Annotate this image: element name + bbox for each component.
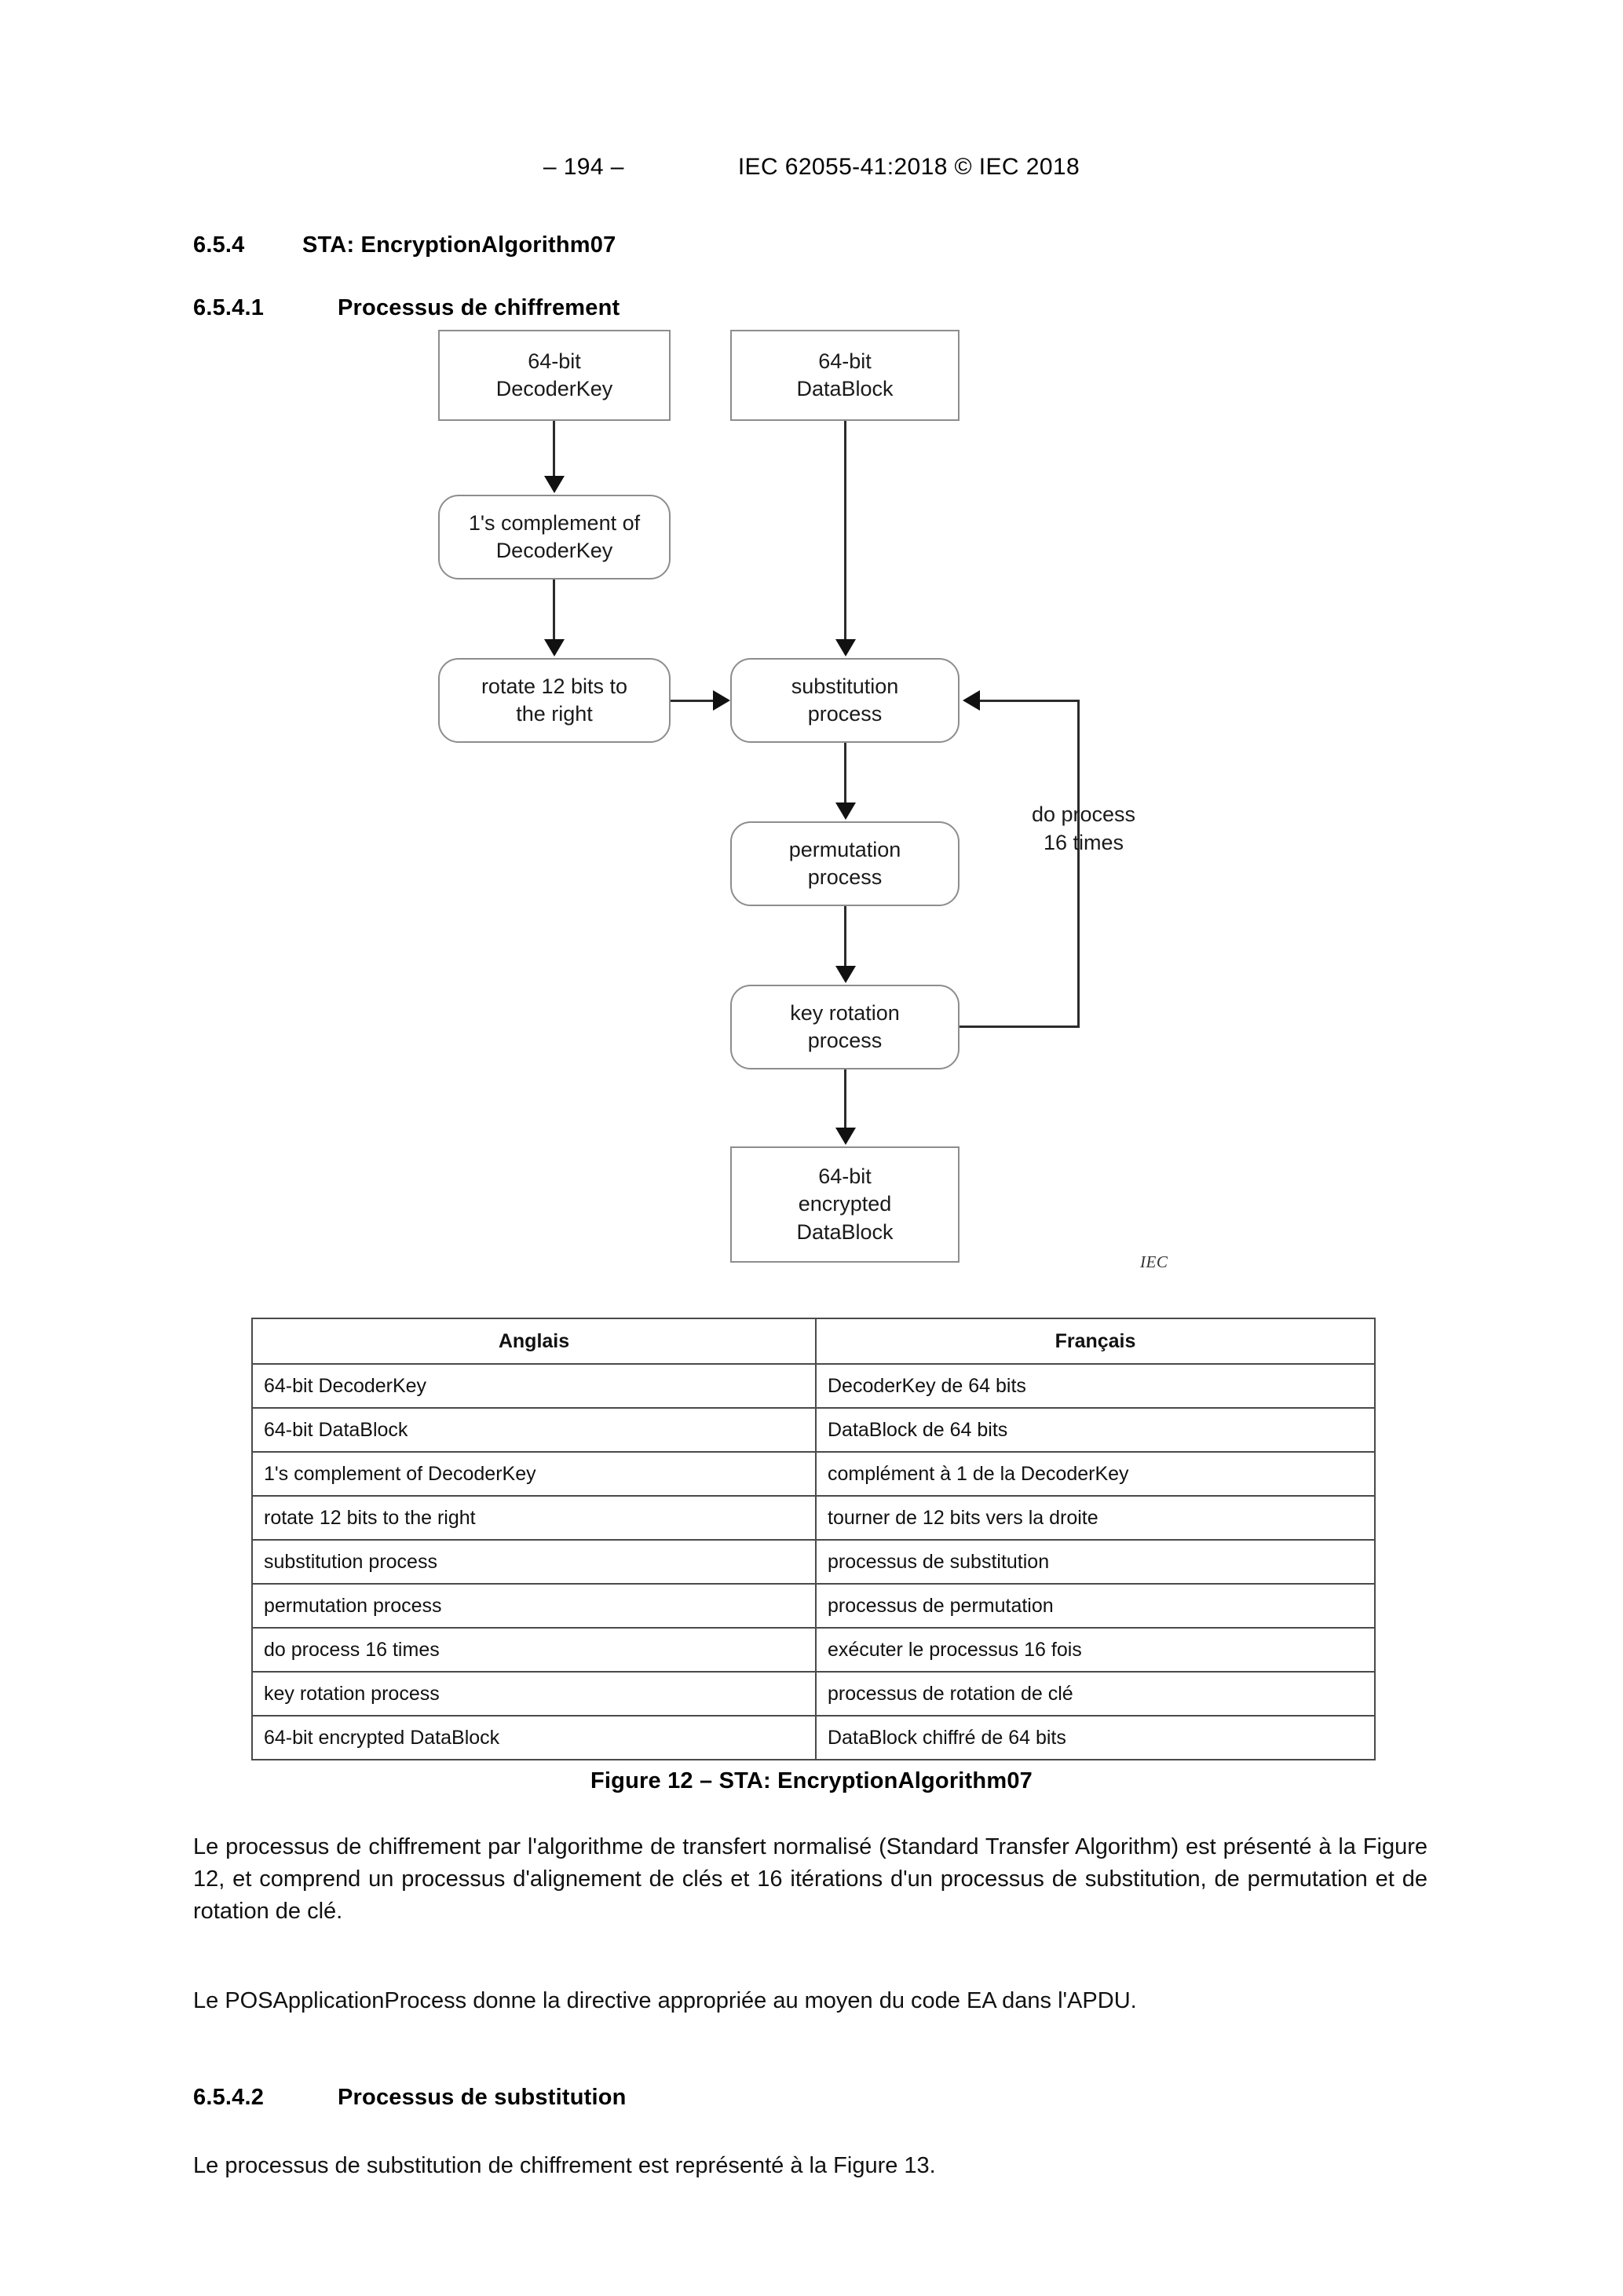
node-rotate-12-bits: rotate 12 bits to the right <box>438 658 671 743</box>
node-line-3: DataBlock <box>796 1219 894 1244</box>
arrowhead-down <box>835 803 856 820</box>
loop-connector-bottom <box>960 1026 1080 1028</box>
arrowhead-right <box>713 690 730 711</box>
connector-permutation-to-keyrotation <box>844 906 846 967</box>
paragraph-posapplicationprocess: Le POSApplicationProcess donne la direct… <box>193 1988 1137 2013</box>
cell-english: rotate 12 bits to the right <box>251 1495 817 1541</box>
node-line-1: 1's complement of <box>468 510 641 535</box>
iec-source-mark: IEC <box>1140 1252 1168 1271</box>
loop-connector-right <box>1077 700 1080 1028</box>
loop-label-line-1: do process <box>1031 803 1136 826</box>
arrowhead-down <box>544 639 565 656</box>
cell-french: processus de substitution <box>815 1539 1376 1585</box>
arrowhead-left <box>963 690 980 711</box>
cell-french: DecoderKey de 64 bits <box>815 1363 1376 1409</box>
table-row: 64-bit encrypted DataBlock DataBlock chi… <box>251 1715 1376 1760</box>
table-row: key rotation process processus de rotati… <box>251 1671 1376 1717</box>
cell-french: exécuter le processus 16 fois <box>815 1627 1376 1673</box>
table-row: rotate 12 bits to the right tourner de 1… <box>251 1495 1376 1541</box>
node-64bit-datablock: 64-bit DataBlock <box>730 330 960 421</box>
column-header-anglais: Anglais <box>251 1318 817 1365</box>
cell-english: substitution process <box>251 1539 817 1585</box>
cell-english: 64-bit encrypted DataBlock <box>251 1715 817 1760</box>
connector-rotate-to-substitution <box>671 700 715 702</box>
node-line-1: 64-bit <box>528 349 581 373</box>
node-line-2: DecoderKey <box>495 539 613 562</box>
table-row: 1's complement of DecoderKey complément … <box>251 1451 1376 1497</box>
clause-title: Processus de substitution <box>338 2085 627 2110</box>
node-permutation-process: permutation process <box>730 821 960 906</box>
node-line-2: the right <box>516 702 593 726</box>
table-header-row: Anglais Français <box>251 1318 1376 1365</box>
page-number: – 194 – <box>543 154 624 180</box>
connector-datablock-to-substitution <box>844 421 846 641</box>
heading-6-5-4-1: 6.5.4.1 Processus de chiffrement <box>193 295 620 321</box>
arrowhead-down <box>835 966 856 983</box>
table-row: permutation process processus de permuta… <box>251 1583 1376 1629</box>
cell-french: processus de rotation de clé <box>815 1671 1376 1717</box>
clause-number: 6.5.4 <box>193 232 245 258</box>
cell-english: 64-bit DataBlock <box>251 1407 817 1453</box>
arrowhead-down <box>544 476 565 493</box>
column-header-francais: Français <box>815 1318 1376 1365</box>
node-line-1: 64-bit <box>818 349 872 373</box>
cell-french: DataBlock chiffré de 64 bits <box>815 1715 1376 1760</box>
cell-english: permutation process <box>251 1583 817 1629</box>
standard-reference: IEC 62055-41:2018 © IEC 2018 <box>737 154 1080 180</box>
heading-6-5-4-2: 6.5.4.2 Processus de substitution <box>193 2085 627 2111</box>
connector-decoderkey-to-complement <box>553 421 555 477</box>
cell-english: do process 16 times <box>251 1627 817 1673</box>
translation-table: Anglais Français 64-bit DecoderKey Decod… <box>251 1318 1376 1760</box>
clause-title: STA: EncryptionAlgorithm07 <box>302 232 616 258</box>
node-substitution-process: substitution process <box>730 658 960 743</box>
page-header: – 194 – IEC 62055-41:2018 © IEC 2018 <box>0 154 1623 181</box>
clause-number: 6.5.4.1 <box>193 295 265 320</box>
loop-label: do process 16 times <box>985 801 1182 857</box>
cell-french: complément à 1 de la DecoderKey <box>815 1451 1376 1497</box>
node-64bit-decoderkey: 64-bit DecoderKey <box>438 330 671 421</box>
cell-french: tourner de 12 bits vers la droite <box>815 1495 1376 1541</box>
node-line-1: substitution <box>791 674 899 698</box>
node-key-rotation-process: key rotation process <box>730 985 960 1069</box>
cell-english: 1's complement of DecoderKey <box>251 1451 817 1497</box>
cell-english: 64-bit DecoderKey <box>251 1363 817 1409</box>
node-line-2: process <box>807 865 883 889</box>
node-ones-complement: 1's complement of DecoderKey <box>438 495 671 579</box>
node-64bit-encrypted-datablock: 64-bit encrypted DataBlock <box>730 1146 960 1263</box>
paragraph-substitution-reference: Le processus de substitution de chiffrem… <box>193 2153 936 2178</box>
table-row: 64-bit DecoderKey DecoderKey de 64 bits <box>251 1363 1376 1409</box>
table-row: 64-bit DataBlock DataBlock de 64 bits <box>251 1407 1376 1453</box>
node-line-1: key rotation <box>790 1000 900 1025</box>
node-line-1: permutation <box>788 837 901 861</box>
connector-complement-to-rotate <box>553 579 555 641</box>
loop-connector-top <box>980 700 1080 702</box>
node-line-2: encrypted <box>798 1192 892 1216</box>
loop-label-line-2: 16 times <box>1043 830 1124 854</box>
cell-french: processus de permutation <box>815 1583 1376 1629</box>
table-row: do process 16 times exécuter le processu… <box>251 1627 1376 1673</box>
connector-substitution-to-permutation <box>844 743 846 804</box>
paragraph-encryption-description: Le processus de chiffrement par l'algori… <box>193 1834 1427 1925</box>
node-line-2: DecoderKey <box>495 377 613 400</box>
cell-french: DataBlock de 64 bits <box>815 1407 1376 1453</box>
node-line-2: DataBlock <box>796 377 894 400</box>
arrowhead-down <box>835 639 856 656</box>
cell-english: key rotation process <box>251 1671 817 1717</box>
clause-number: 6.5.4.2 <box>193 2085 265 2110</box>
heading-6-5-4: 6.5.4 STA: EncryptionAlgorithm07 <box>193 232 616 258</box>
encryption-flowchart: 64-bit DecoderKey 64-bit DataBlock 1's c… <box>0 330 1623 1280</box>
figure-caption: Figure 12 – STA: EncryptionAlgorithm07 <box>590 1768 1033 1793</box>
table-row: substitution process processus de substi… <box>251 1539 1376 1585</box>
arrowhead-down <box>835 1128 856 1145</box>
node-line-1: 64-bit <box>818 1164 872 1189</box>
node-line-2: process <box>807 1029 883 1052</box>
connector-keyrotation-to-output <box>844 1069 846 1129</box>
node-line-1: rotate 12 bits to <box>481 674 628 698</box>
clause-title: Processus de chiffrement <box>338 295 620 320</box>
node-line-2: process <box>807 702 883 726</box>
